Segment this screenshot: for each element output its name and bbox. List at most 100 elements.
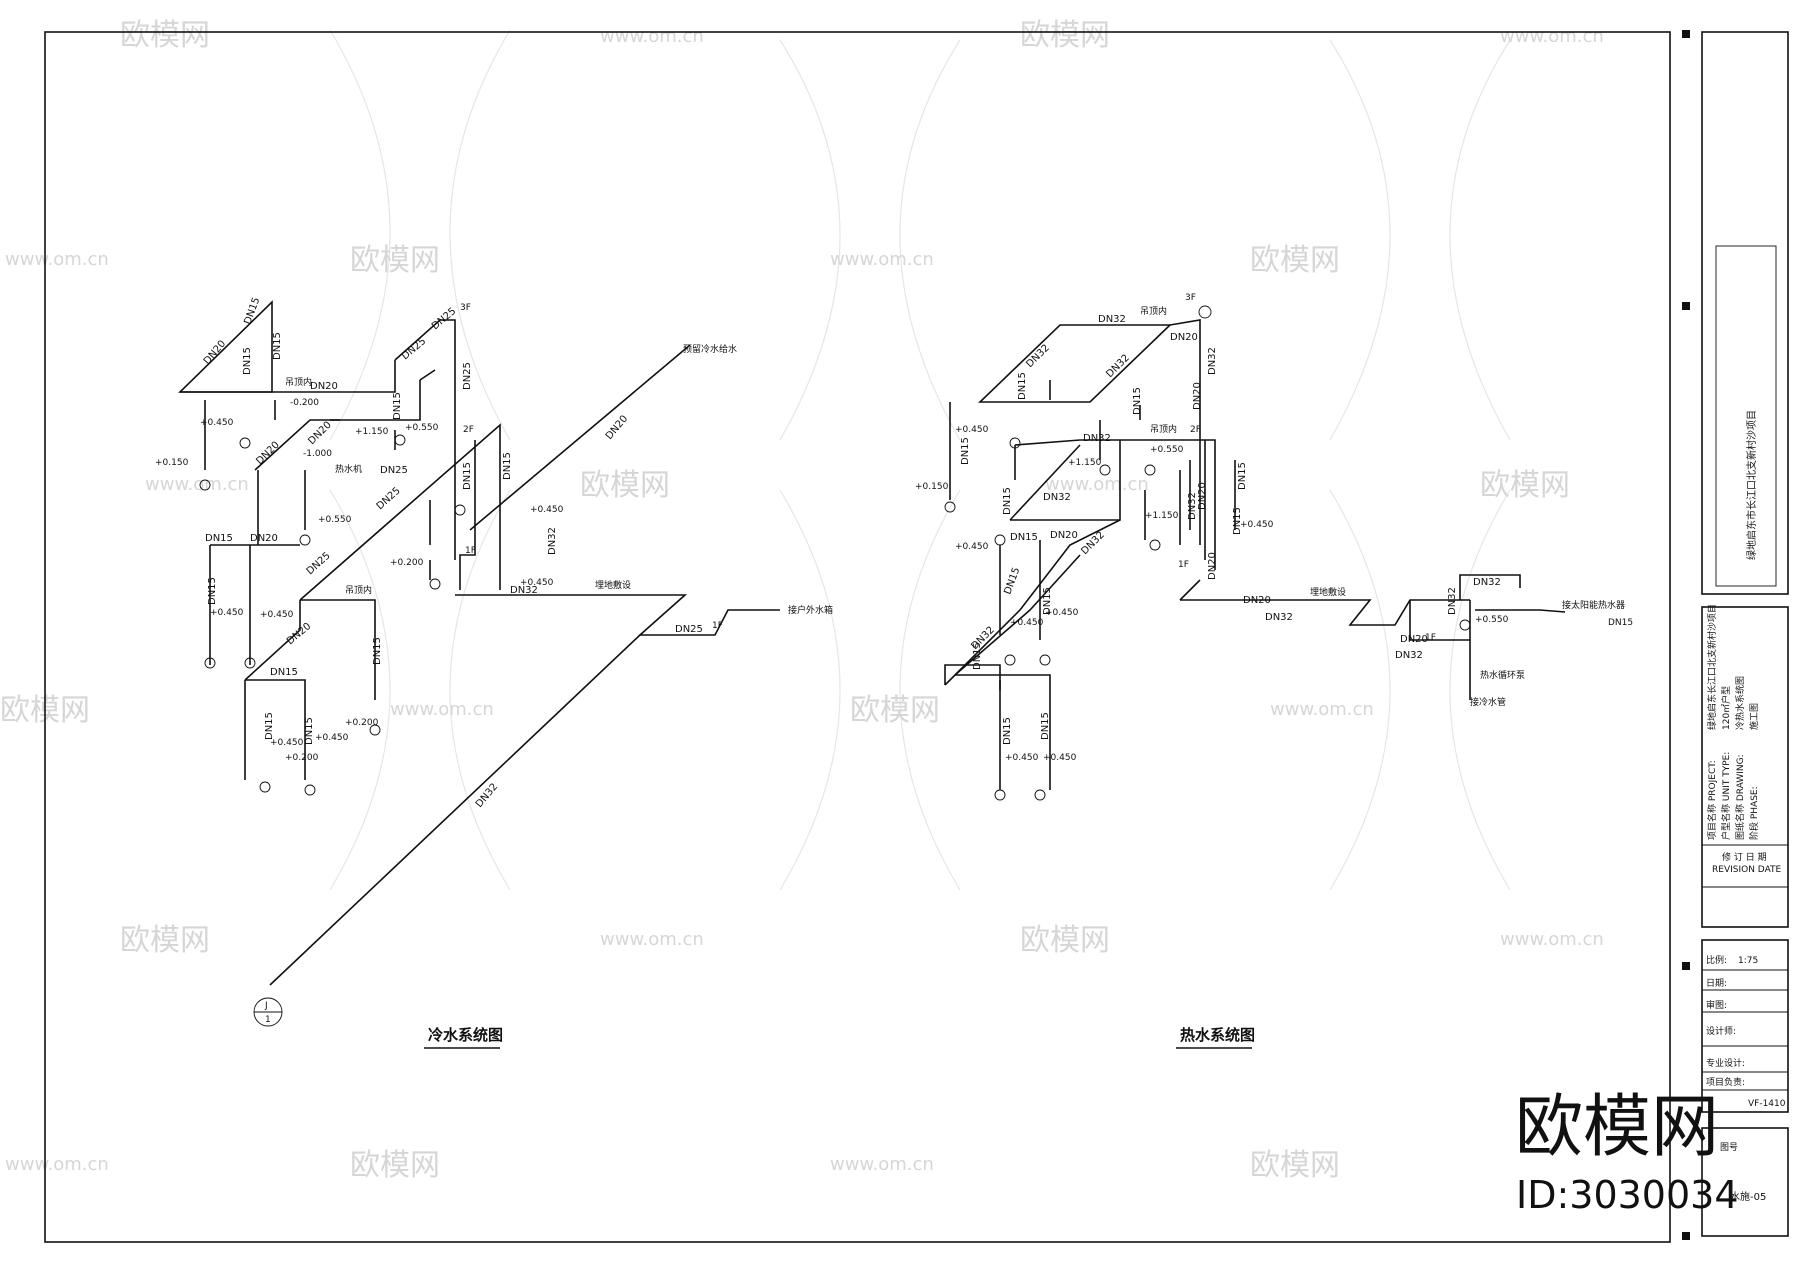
elevation: +0.150 <box>915 482 949 492</box>
elevation: +0.450 <box>1005 753 1039 763</box>
pipe-label: DN15 <box>960 437 971 465</box>
watermark-brand: 欧模网 <box>850 693 940 728</box>
pipe-label: DN15 <box>270 667 298 678</box>
design-label: 设计师: <box>1706 1025 1736 1037</box>
valve-icon <box>259 781 271 793</box>
pipe-label: DN15 <box>462 462 473 490</box>
cold-water-title: 冷水系统图 <box>428 1026 503 1044</box>
pipe-label: DN32 <box>1043 492 1071 503</box>
pipe-label: DN20 <box>306 420 334 448</box>
watermark-brand: 欧模网 <box>1250 1148 1340 1183</box>
valve-icon <box>244 657 256 669</box>
revision-label: 修 订 日 期 <box>1722 851 1767 863</box>
project-value: 绿地启东长江口北支新村沙项目 <box>1706 604 1718 730</box>
floor-mark: 1F <box>1178 560 1189 570</box>
pipe-label: DN15 <box>1002 487 1013 515</box>
annotation: 吊顶内 <box>345 584 372 596</box>
elevation: +0.200 <box>285 753 319 763</box>
watermark-url: www.om.cn <box>145 474 249 495</box>
watermark-brand: 欧模网 <box>120 923 210 958</box>
corner-marker <box>1682 302 1690 310</box>
pipe-label: DN15 <box>272 332 283 360</box>
pipe-label: DN15 <box>205 533 233 544</box>
elevation: +0.550 <box>1475 615 1509 625</box>
elevation: +0.550 <box>1150 445 1184 455</box>
pipe-label: DN32 <box>1395 650 1423 661</box>
annotation: 接冷水管 <box>1470 696 1506 708</box>
pipe-label: DN32 <box>1207 347 1218 375</box>
valve-icon <box>239 437 251 449</box>
elevation: +0.450 <box>520 578 554 588</box>
pipe-label: DN25 <box>305 550 333 577</box>
valve-icon <box>299 534 311 546</box>
watermark-url: www.om.cn <box>1500 26 1604 47</box>
annotation: 吊顶内 <box>285 376 312 388</box>
elevation: +0.550 <box>405 423 439 433</box>
watermark-brand: 欧模网 <box>1480 468 1570 503</box>
valve-icon <box>994 534 1006 546</box>
corner-marker <box>1682 30 1690 38</box>
corner-marker <box>1682 1232 1690 1240</box>
annotation: 接太阳能热水器 <box>1562 599 1625 611</box>
floor-mark: 2F <box>1190 425 1201 435</box>
annotation: 热水循环泵 <box>1480 669 1525 681</box>
pipe-label: DN15 <box>392 392 403 420</box>
pipe-label: DN15 <box>1010 532 1038 543</box>
project-label: 项目名称 PROJECT: <box>1706 760 1718 840</box>
elevation: +1.150 <box>1068 458 1102 468</box>
pipe-label: DN15 <box>972 642 983 670</box>
pipe-label: DN20 <box>1207 552 1218 580</box>
pipe-label: DN20 <box>1050 530 1078 541</box>
scale-label: 比例: <box>1706 954 1727 966</box>
floor-mark: 1F <box>1425 633 1436 643</box>
watermark-brand: 欧模网 <box>1020 18 1110 53</box>
pipe-label: DN15 <box>1002 566 1022 596</box>
watermark-labels: 欧模网 欧模网 www.om.cn www.om.cn 欧模网 欧模网 www.… <box>0 18 1604 1183</box>
annotation: 吊顶内 <box>1150 423 1177 435</box>
pipe-label: DN32 <box>1265 612 1293 623</box>
floor-mark: 1F <box>465 546 476 556</box>
pipe-label: DN20 <box>1170 332 1198 343</box>
elevation: +0.450 <box>270 738 304 748</box>
valve-note: DN15 <box>1608 618 1633 628</box>
elevation: +0.450 <box>530 505 564 515</box>
pipe-label: DN20 <box>1243 595 1271 606</box>
pipe-label: DN20 <box>1400 634 1428 645</box>
valve-icon <box>199 479 211 491</box>
valve-icon <box>1009 437 1021 449</box>
pipe-label: DN15 <box>1232 507 1243 535</box>
pro-design-label: 专业设计: <box>1706 1057 1745 1069</box>
watermark-brand: 欧模网 <box>1250 243 1340 278</box>
pipe-label: DN15 <box>1237 462 1248 490</box>
valve-icon <box>1004 654 1016 666</box>
annotation: 热水机 <box>335 463 362 475</box>
annotation: 吊顶内 <box>1140 305 1167 317</box>
valve-icon <box>994 789 1006 801</box>
watermark-url: www.om.cn <box>1045 474 1149 495</box>
watermark-url: www.om.cn <box>5 249 109 270</box>
valve-icon <box>304 784 316 796</box>
watermark-pattern <box>329 29 1511 891</box>
watermark-brand: 欧模网 <box>580 468 670 503</box>
corner-marker <box>1682 962 1690 970</box>
elevation: -0.200 <box>290 398 319 408</box>
pipe-label: DN20 <box>1192 382 1203 410</box>
valve-icon <box>1099 464 1111 476</box>
elevation: +0.200 <box>345 718 379 728</box>
hot-water-title: 热水系统图 <box>1180 1026 1255 1044</box>
valve-icon <box>429 578 441 590</box>
pipe-label: DN25 <box>375 485 403 512</box>
elevation: +0.450 <box>210 608 244 618</box>
check-label: 审图: <box>1706 999 1727 1011</box>
pipe-label: DN20 <box>254 440 282 468</box>
elevation: +0.450 <box>1010 618 1044 628</box>
valve-icon <box>944 501 956 513</box>
watermark-brand: 欧模网 <box>350 243 440 278</box>
pipe-label: DN32 <box>1083 433 1111 444</box>
pipe-label: DN20 <box>310 381 338 392</box>
watermark-brand: 欧模网 <box>350 1148 440 1183</box>
pipe-label: DN25 <box>380 465 408 476</box>
hot-water-diagram: DN32 DN20 DN32 DN32 DN15 DN32 DN15 DN20 … <box>915 293 1633 1049</box>
pipe-label: DN20 <box>250 533 278 544</box>
riser-tag-top: J <box>264 1001 268 1011</box>
